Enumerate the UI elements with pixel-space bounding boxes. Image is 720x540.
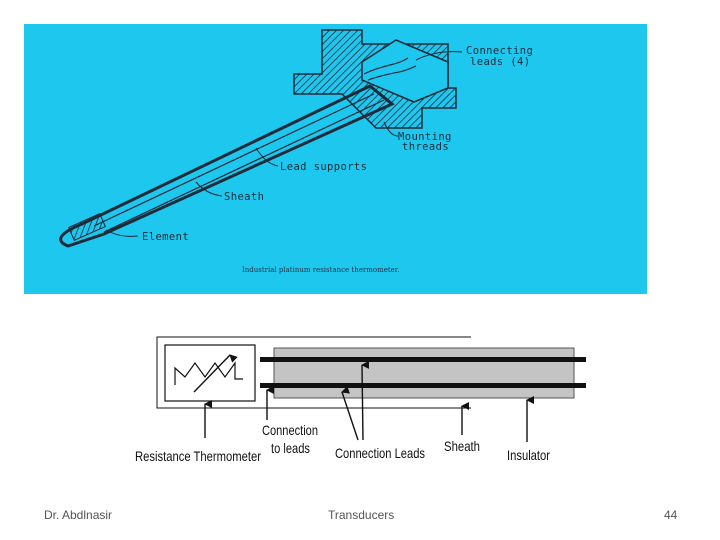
leader-mounting-threads [383, 121, 399, 137]
thermometer-box [164, 344, 256, 402]
arrow-connection-leads-b [361, 360, 370, 441]
industrial-thermometer-figure: Connecting leads (4) Mounting threads Le… [24, 24, 647, 294]
label-connecting-leads-line2: leads (4) [470, 56, 531, 68]
leader-element [105, 229, 139, 237]
leader-connecting-leads [415, 51, 463, 61]
housing-frame [156, 336, 471, 409]
lead-support-tube [93, 93, 385, 233]
resistor-zigzag [174, 361, 243, 385]
leader-sheath [195, 181, 223, 197]
label-connection-to-leads: Connection to leads [262, 422, 322, 456]
insulator-body [273, 347, 575, 399]
label-connecting-leads: Connecting leads (4) [466, 45, 540, 68]
arrow-connection-leads-a [341, 385, 359, 441]
leader-lead-supports [255, 147, 279, 167]
footer-title: Transducers [328, 508, 395, 522]
label-insulator: Insulator [507, 447, 550, 463]
label-connection-leads: Connection Leads [335, 445, 425, 461]
label-mounting-threads-line2: threads [402, 141, 449, 153]
label-lead-supports: Lead supports [280, 161, 367, 173]
label-sheath-top: Sheath [224, 191, 264, 203]
variable-arrow [193, 354, 238, 393]
label-connection-to-leads-line2: to leads [271, 440, 310, 456]
label-connecting-leads-line1: Connecting [466, 45, 533, 57]
connection-lead-lower [260, 383, 586, 388]
label-connection-to-leads-line1: Connection [262, 422, 318, 438]
label-resistance-thermometer: Resistance Thermometer [135, 448, 261, 464]
schematic-figure: Resistance Thermometer Connection to lea… [135, 336, 586, 464]
label-sheath-bottom: Sheath [444, 438, 480, 454]
label-mounting-threads-line1: Mounting [398, 131, 452, 143]
connection-lead-upper [260, 357, 586, 362]
label-element: Element [142, 231, 189, 243]
sensing-element [67, 213, 107, 241]
footer-page-number: 44 [664, 508, 678, 522]
lead-wires [363, 57, 417, 81]
footer-author: Dr. Abdlnasir [44, 508, 113, 522]
figure-caption: Industrial platinum resistance thermomet… [242, 266, 400, 274]
label-mounting-threads: Mounting threads [398, 131, 459, 153]
